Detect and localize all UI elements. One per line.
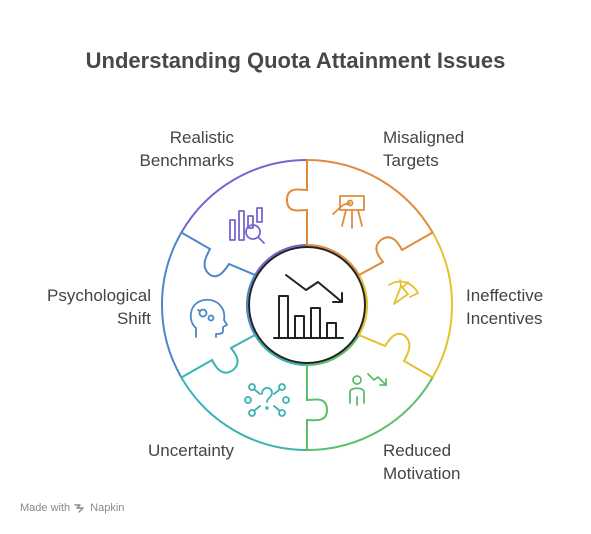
label-misaligned-targets: Misaligned Targets — [383, 126, 464, 172]
label-line: Ineffective — [466, 286, 544, 305]
label-line: Targets — [383, 151, 439, 170]
label-line: Incentives — [466, 309, 543, 328]
label-psychological-shift: Psychological Shift — [20, 284, 151, 330]
label-line: Psychological — [47, 286, 151, 305]
footer-prefix: Made with — [20, 502, 71, 514]
label-line: Reduced — [383, 441, 452, 460]
divider-lower-left — [180, 334, 256, 379]
label-uncertainty: Uncertainty — [100, 439, 234, 462]
arc-psychological-shift — [160, 232, 183, 378]
label-line: Realistic — [169, 128, 234, 147]
label-line: Shift — [116, 309, 151, 328]
arc-misaligned-targets — [306, 159, 434, 234]
arc-reduced-motivation — [306, 376, 434, 451]
label-realistic-benchmarks: Realistic Benchmarks — [90, 126, 234, 172]
divider-top — [285, 159, 308, 246]
puzzle-dividers — [180, 159, 434, 451]
arc-uncertainty — [180, 376, 308, 451]
napkin-logo-icon — [74, 504, 84, 513]
divider-upper-left — [180, 231, 256, 278]
label-line: Misaligned — [383, 128, 465, 147]
label-line: Motivation — [383, 464, 461, 483]
footer-attribution: Made with Napkin — [20, 502, 124, 514]
question-network-icon — [244, 383, 290, 417]
head-gears-icon — [189, 298, 228, 338]
carrot-stick-icon — [388, 279, 419, 305]
arc-ineffective-incentives — [431, 232, 454, 378]
segment-arcs — [160, 159, 454, 451]
divider-upper-right — [358, 231, 434, 276]
divider-lower-right — [358, 332, 434, 379]
inner-ring-arcs — [245, 243, 369, 367]
label-line: Benchmarks — [139, 151, 234, 170]
arc-realistic-benchmarks — [180, 159, 308, 234]
target-board-icon — [332, 195, 365, 229]
label-line: Uncertainty — [148, 441, 234, 460]
person-downtrend-icon — [349, 373, 387, 406]
center-circle — [248, 246, 366, 364]
label-reduced-motivation: Reduced Motivation — [383, 439, 460, 485]
declining-bar-chart-icon — [273, 274, 344, 339]
footer-brand: Napkin — [90, 502, 125, 514]
divider-bottom — [306, 364, 329, 451]
page-title: Understanding Quota Attainment Issues — [85, 48, 506, 73]
label-ineffective-incentives: Ineffective Incentives — [466, 284, 543, 330]
chart-magnifier-icon — [229, 207, 265, 244]
